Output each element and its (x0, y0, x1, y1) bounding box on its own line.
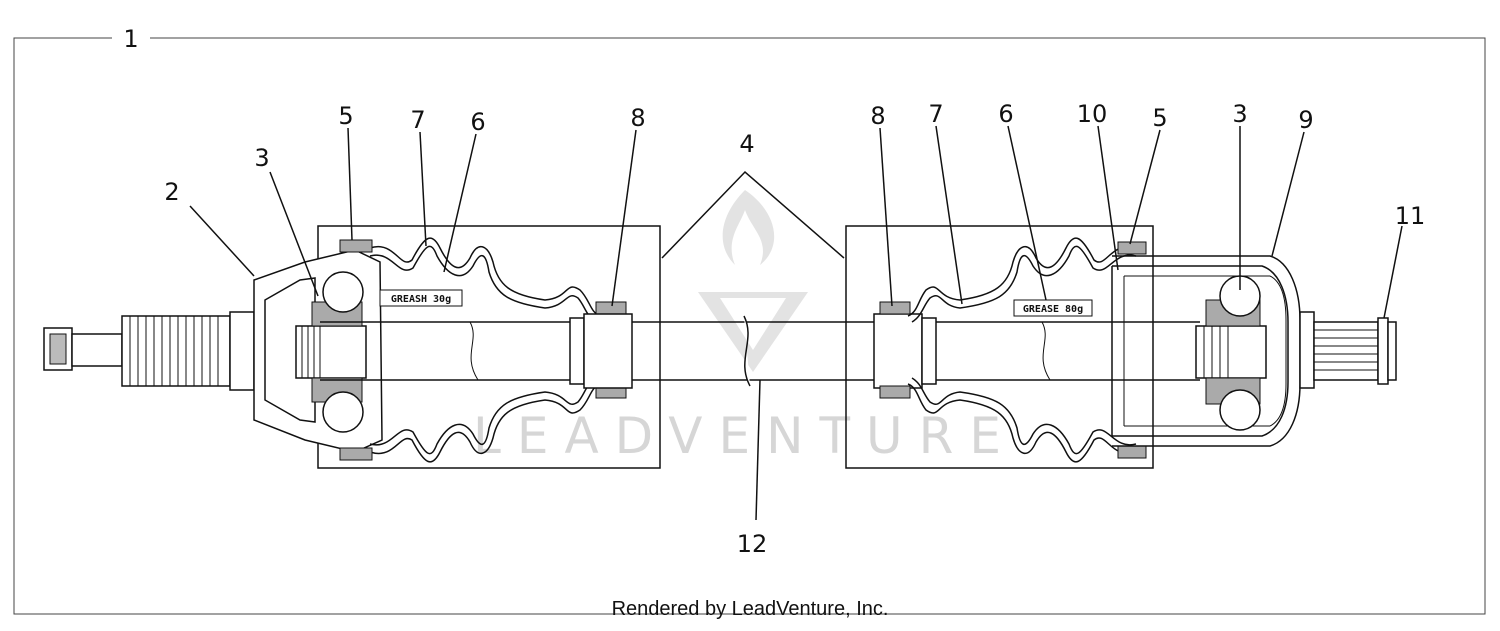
grease-label-right: GREASE 80g (1023, 304, 1083, 315)
leader-lines (189, 125, 1403, 521)
callout-7-right: 7 (928, 100, 943, 128)
callout-8-left: 8 (630, 104, 645, 132)
assembly-frame (13, 37, 1486, 615)
grease-label-left-box (379, 289, 463, 307)
footer-credit: Rendered by LeadVenture, Inc. (611, 598, 889, 620)
grease-label-right-box (1013, 299, 1093, 317)
callout-1: 1 (123, 25, 138, 53)
callout-5-right: 5 (1152, 104, 1167, 132)
callout-4: 4 (739, 130, 754, 158)
right-clamps-inner (879, 301, 911, 399)
callout-8-right: 8 (870, 102, 885, 130)
right-stub-shaft (1299, 311, 1397, 389)
callout-11: 11 (1395, 202, 1426, 230)
right-clamps-outer (1117, 241, 1147, 459)
watermark-text: LEADVENTURE (473, 407, 1017, 465)
callout-6-left: 6 (470, 108, 485, 136)
callout-5-left: 5 (338, 102, 353, 130)
leader-4 (661, 170, 845, 259)
right-boot (907, 237, 1137, 463)
left-stub-shaft (43, 311, 255, 391)
callout-12: 12 (737, 530, 768, 558)
watermark-logo (698, 190, 808, 372)
left-cv-housing (253, 249, 383, 453)
callout-3-left: 3 (254, 144, 269, 172)
callout-10: 10 (1077, 100, 1108, 128)
boot-kit-box-right (845, 225, 1154, 469)
callout-3-right: 3 (1232, 100, 1247, 128)
callout-7-left: 7 (410, 106, 425, 134)
grease-label-left: GREASH 30g (391, 294, 451, 305)
right-cv-housing (1111, 255, 1301, 447)
callout-6-right: 6 (998, 100, 1013, 128)
callout-9: 9 (1298, 106, 1313, 134)
left-boot (369, 237, 601, 463)
left-clamps (339, 239, 627, 461)
callout-2: 2 (164, 178, 179, 206)
